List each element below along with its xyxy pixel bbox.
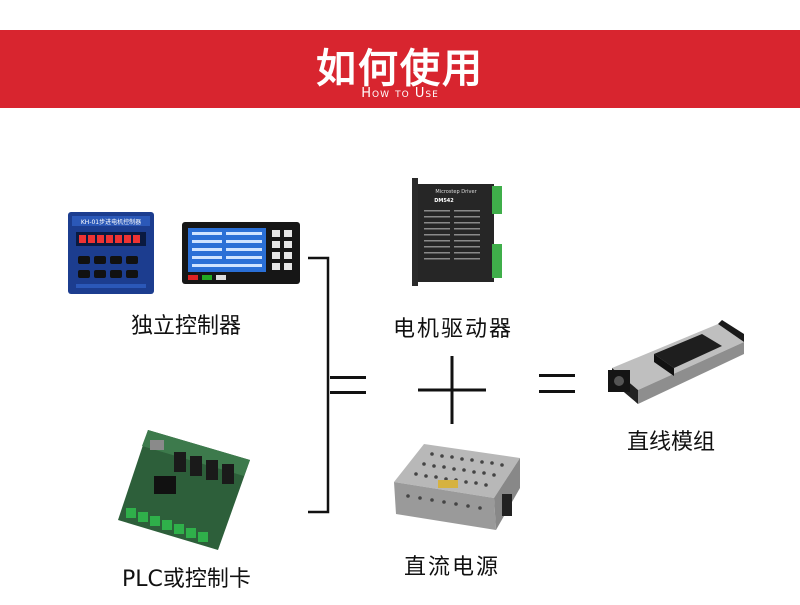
- standalone-controller-label: 独立控制器: [131, 314, 242, 339]
- page-subtitle: How to Use: [361, 86, 439, 101]
- power-supply-image: [394, 444, 520, 530]
- bracket-line: [308, 256, 330, 514]
- power-supply-label: 直流电源: [404, 555, 501, 580]
- controller-screen-text: KH-01步进电机控制器: [81, 218, 141, 226]
- lcd-controller-image: [182, 222, 300, 284]
- plc-board-image: [118, 430, 250, 550]
- blue-controller-image: KH-01步进电机控制器: [68, 212, 154, 294]
- driver-label: 电机驱动器: [393, 317, 514, 342]
- driver-model-number: DM542: [434, 198, 454, 204]
- linear-module-image: [608, 320, 744, 404]
- header-banner: 如何使用 How to Use: [0, 30, 800, 108]
- driver-model-text: Microstep Driver: [435, 189, 477, 195]
- plc-label: PLC或控制卡: [122, 567, 251, 592]
- linear-module-label: 直线模组: [627, 430, 716, 455]
- equals-sign-icon: [330, 376, 366, 394]
- equals-sign-icon: [539, 374, 575, 393]
- page-title: 如何使用: [316, 46, 484, 92]
- plus-sign-icon: [418, 356, 486, 424]
- stepper-driver-image: Microstep Driver DM542: [412, 178, 502, 286]
